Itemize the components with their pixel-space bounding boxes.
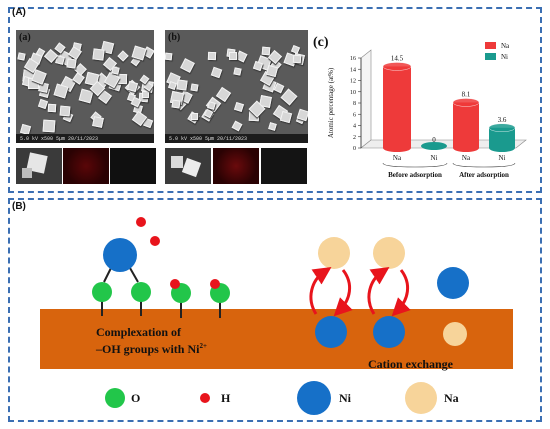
sem-image-a: (a) 5.0 kV x500 5µm 20/11/2023 — [16, 30, 154, 143]
bar-base — [453, 144, 479, 152]
sem-a-info-bar — [16, 134, 154, 143]
sem-a-label: (a) — [19, 32, 31, 43]
legend-ni-label: Ni — [339, 391, 351, 405]
ni-o-bond — [103, 267, 112, 283]
ni-ion-exchanged — [373, 316, 405, 348]
legend-na-label: Na — [444, 391, 459, 405]
exchange-arrow-up — [309, 267, 332, 315]
edx-map-b-na — [213, 148, 259, 184]
exchange-arrow-down — [391, 269, 411, 317]
y-tick-label: 2 — [353, 135, 356, 141]
bar-base — [383, 144, 411, 152]
legend-o-label: O — [131, 391, 141, 405]
released-hydrogen — [136, 217, 146, 227]
group-label: After adsorption — [459, 171, 509, 179]
exchange-arrow-up — [367, 267, 390, 315]
edx-particle — [171, 156, 183, 168]
group-bracket — [382, 162, 448, 168]
ni-ion-exchanged — [315, 316, 347, 348]
chart-c-label: (c) — [313, 35, 329, 50]
complexation-superscript: 2+ — [199, 342, 207, 350]
complexation-text: Complexation of –OH groups with Ni2+ — [96, 325, 207, 356]
hydrogen-atom — [170, 279, 180, 289]
legend-h-label: H — [221, 391, 231, 405]
y-tick-label: 4 — [353, 124, 356, 130]
x-tick-label: Ni — [431, 154, 438, 162]
sem-a-info-text: 5.0 kV x500 5µm 20/11/2023 — [20, 136, 99, 142]
legend-swatch-na — [485, 42, 496, 49]
legend-label-na: Na — [501, 42, 510, 50]
exchange-arrow-down — [333, 269, 353, 317]
panel-b-label: (B) — [12, 201, 26, 212]
group-bracket — [452, 162, 516, 168]
bar-base — [489, 144, 515, 152]
bar-top — [452, 98, 480, 107]
sem-b-label: (b) — [168, 32, 181, 43]
y-tick-label: 14 — [350, 67, 356, 73]
panel-b — [8, 198, 542, 422]
sem-particle — [229, 52, 237, 60]
complexation-line-2: –OH groups with Ni2+ — [96, 339, 207, 356]
x-tick-label: Na — [393, 154, 402, 162]
edx-map-b-ni — [261, 148, 307, 184]
data-label: 8.1 — [462, 90, 471, 98]
group-label: Before adsorption — [388, 171, 442, 179]
data-label: 14.5 — [391, 54, 404, 62]
hydrogen-atom — [210, 279, 220, 289]
cation-exchange-text: Cation exchange — [368, 357, 453, 371]
ni-o-bond — [129, 267, 139, 283]
ni-ion-complexed — [103, 238, 137, 272]
na-ion-released — [373, 237, 405, 269]
adsorbent-surface — [40, 309, 513, 369]
data-label: 0 — [432, 136, 436, 144]
na-ion-released — [318, 237, 350, 269]
legend-swatch-ni — [485, 53, 496, 60]
edx-map-b-sem — [165, 148, 211, 184]
sem-image-b: (b) 5.0 kV x500 5µm 20/11/2023 — [165, 30, 308, 143]
released-hydrogen — [150, 236, 160, 246]
oxygen-atom — [131, 282, 151, 302]
edx-map-a-na — [63, 148, 109, 184]
complexation-line-2-text: –OH groups with Ni — [96, 342, 200, 356]
bar-na — [453, 102, 479, 148]
panel-a — [8, 7, 542, 193]
legend-o-swatch — [105, 388, 125, 408]
na-ion-surface — [443, 322, 467, 346]
legend-na-swatch — [405, 382, 437, 414]
y-axis-label: Atomic percentage (at%) — [327, 67, 335, 138]
bar-na — [383, 66, 411, 148]
y-tick-label: 8 — [353, 101, 356, 107]
y-tick-label: 6 — [353, 112, 356, 118]
sem-b-info-text: 5.0 kV x500 5µm 20/11/2023 — [169, 136, 248, 142]
oxygen-atom — [92, 282, 112, 302]
y-tick-label: 12 — [350, 79, 356, 85]
edx-map-a-ni — [110, 148, 156, 184]
y-tick-label: 10 — [350, 90, 356, 96]
sem-b-info-bar — [165, 134, 308, 143]
edx-particle — [22, 168, 32, 178]
y-tick-label: 16 — [350, 56, 356, 62]
bar-ni — [489, 127, 515, 148]
legend-ni-swatch — [297, 381, 331, 415]
edx-map-a-sem — [16, 148, 62, 184]
bar-ni — [421, 142, 447, 150]
bar-top — [382, 62, 412, 71]
y-tick-label: 0 — [353, 146, 356, 152]
panel-a-label: (A) — [12, 7, 26, 18]
complexation-line-1: Complexation of — [96, 325, 181, 339]
data-label: 3.6 — [498, 116, 507, 124]
x-tick-label: Na — [462, 154, 471, 162]
legend-label-ni: Ni — [501, 53, 508, 61]
x-tick-label: Ni — [499, 154, 506, 162]
ni-ion-free — [437, 267, 469, 299]
bar-top — [488, 123, 516, 132]
legend-h-swatch — [200, 393, 210, 403]
